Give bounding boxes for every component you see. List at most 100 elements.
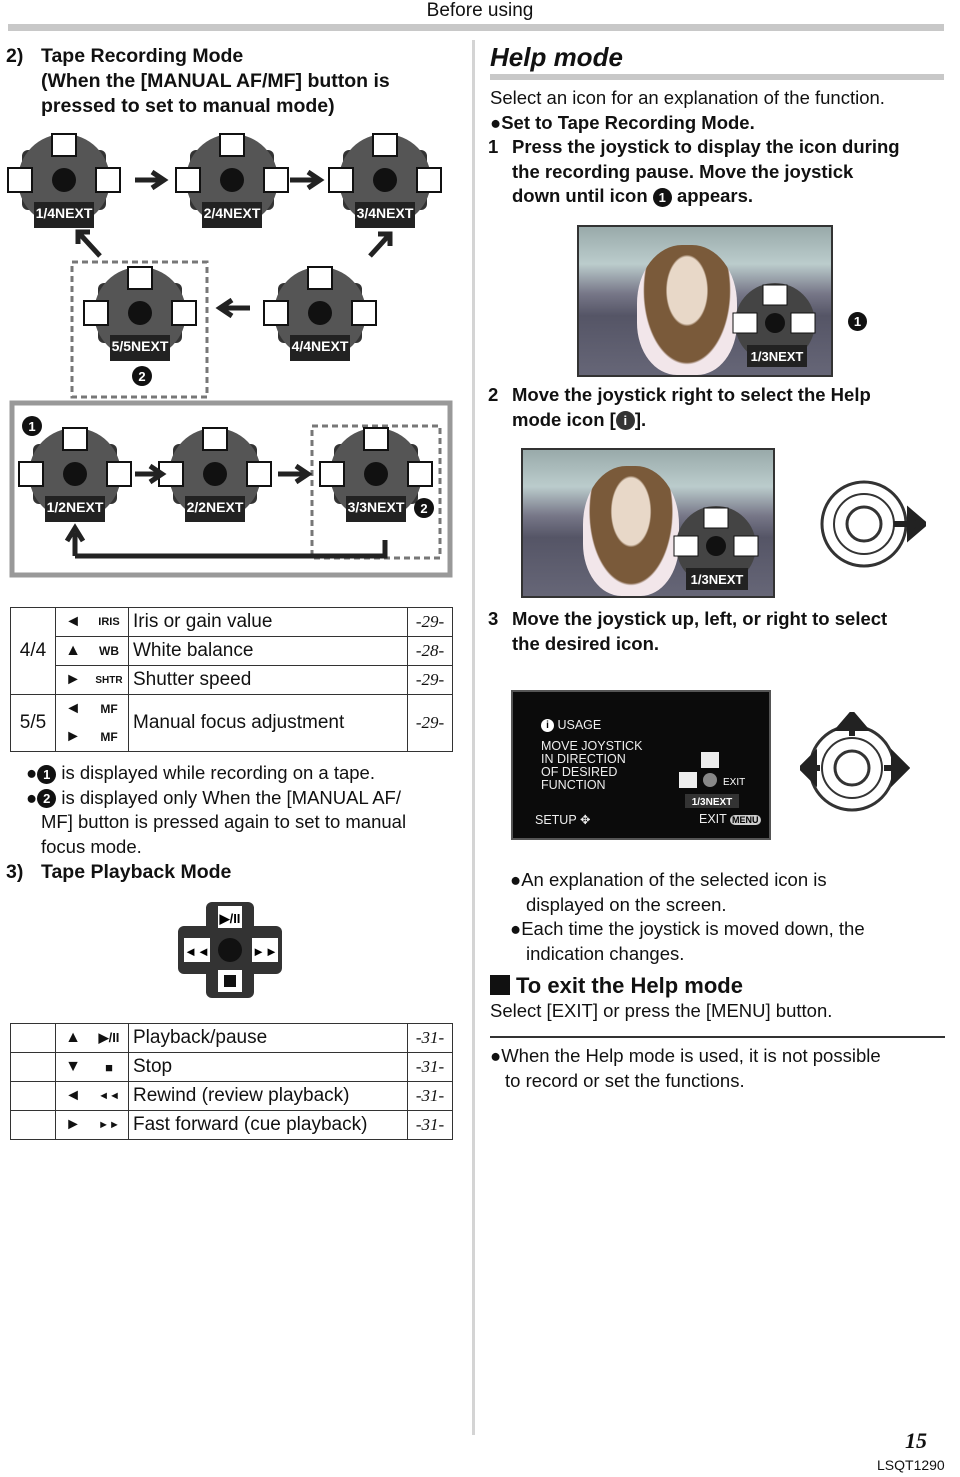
table-row: ▲ WB White balance -28- [11, 636, 453, 666]
page-ref: -31- [407, 1110, 453, 1140]
info-icon: i [541, 719, 554, 733]
screen-pad: 1/3NEXT [732, 283, 816, 367]
joystick-multi-icon [800, 712, 910, 812]
intro-text: Select an icon for an explanation of the… [490, 87, 885, 108]
page-ref: -31- [407, 1052, 453, 1082]
bullet-icon: ● [510, 869, 522, 890]
step-1-line: appears. [676, 185, 754, 206]
row-label: Playback/pause [128, 1023, 408, 1053]
set-mode-text: Set to Tape Recording Mode. [501, 111, 755, 133]
screen-pad: 1/3NEXT [673, 506, 759, 590]
bullet-icon: ● [510, 918, 522, 939]
recording-icon-table: 4/4 ◄ IRIS Iris or gain value -29- ▲ WB … [10, 607, 453, 752]
note-1-text: is displayed while recording on a tape. [61, 762, 375, 783]
arrow-left-icon [215, 297, 250, 319]
note-2: ●2 is displayed only When the [MANUAL AF… [26, 786, 466, 811]
screen-next-label: 1/3NEXT [691, 572, 744, 587]
bullet-1: An explanation of the selected icon is [521, 869, 827, 890]
step-1: 1 Press the joystick to display the icon… [488, 135, 946, 209]
table-row: ▼ ■ Stop -31- [10, 1052, 453, 1082]
lcd-setup: SETUP ✥ [535, 812, 590, 827]
setup-label: SETUP [535, 813, 577, 827]
shtr-icon: SHTR [90, 665, 129, 695]
title-rule [490, 74, 944, 80]
group-label: 4/4 [10, 607, 56, 695]
lcd-next-label: 1/3NEXT [692, 797, 733, 808]
header-rule [8, 24, 944, 31]
row-label: Fast forward (cue playback) [128, 1110, 408, 1140]
square-bullet-icon [490, 975, 510, 995]
joystick-diagram: 1/4NEXT 2/4NEXT 3/4NEXT 5/5NEXT 4/4NEXT … [7, 133, 453, 578]
bottom-frame [9, 400, 453, 578]
note-2-text-cont: MF] button is pressed again to set to ma… [41, 811, 407, 832]
step-3-line: Move the joystick up, left, or right to … [512, 608, 888, 629]
joystick-icon: ✥ [579, 813, 591, 827]
usage-text: MOVE JOYSTICK IN DIRECTION OF DESIRED FU… [541, 740, 642, 792]
loop-arrow-icon [64, 523, 388, 559]
table-row: ◄ ◄◄ Rewind (review playback) -31- [10, 1081, 453, 1111]
row-label: Manual focus adjustment [128, 694, 408, 752]
camera-screen-photo-1: 1/3NEXT [577, 225, 833, 377]
notes: ●1 is displayed while recording on a tap… [26, 761, 466, 859]
lcd-exit-icon: EXIT [723, 777, 745, 788]
step-3-line: the desired icon. [512, 632, 660, 654]
usage-label: USAGE [557, 718, 602, 732]
pad-label-5-5: 5/5NEXT [112, 338, 169, 354]
play-pause-icon: ▶/II [90, 1023, 129, 1053]
exit-help-title: To exit the Help mode [516, 973, 743, 998]
usage-line: OF DESIRED [541, 765, 618, 779]
play-pause-icon: ▶/II [219, 911, 241, 926]
step-2-line: Move the joystick right to select the He… [512, 384, 871, 405]
usage-row: i USAGE [541, 718, 602, 733]
page-ref: -29- [407, 607, 453, 637]
page-ref: -31- [407, 1023, 453, 1053]
note-2-text: is displayed only When the [MANUAL AF/ [61, 786, 401, 808]
marker-2-text: 2 [138, 369, 145, 384]
table-row: 4/4 ◄ IRIS Iris or gain value -29- [10, 607, 453, 695]
page-ref: -31- [407, 1081, 453, 1111]
help-intro: Select an icon for an explanation of the… [488, 86, 946, 209]
info-icon: i [615, 411, 635, 431]
direction-icon: ► [55, 723, 90, 752]
section2-line3: pressed to set to manual mode) [41, 95, 335, 117]
direction-icon: ► [55, 665, 90, 695]
menu-badge: MENU [730, 815, 761, 825]
step-number: 2 [488, 384, 499, 405]
direction-icon: ▲ [55, 1023, 90, 1053]
child-photo [637, 245, 737, 375]
screen-next-label: 1/3NEXT [751, 349, 804, 364]
table-row: ▲ ▶/II Playback/pause -31- [10, 1023, 453, 1053]
row-label: Iris or gain value [128, 607, 408, 637]
iris-icon: IRIS [90, 607, 129, 637]
note-1: ●1 is displayed while recording on a tap… [26, 761, 466, 786]
playback-icon-table: ▲ ▶/II Playback/pause -31- ▼ ■ Stop -31-… [10, 1023, 453, 1140]
arrow-down-left-icon [368, 231, 393, 258]
arrow-right-icon [278, 463, 313, 485]
section3-heading: Tape Playback Mode [41, 861, 232, 883]
row-label: Rewind (review playback) [128, 1081, 408, 1111]
pad-label-3-4: 3/4NEXT [357, 205, 414, 221]
rewind-icon: ◄◄ [184, 944, 210, 959]
dashed-frame-2 [70, 260, 209, 399]
wb-icon: WB [90, 636, 129, 666]
marker-2-icon [414, 498, 434, 518]
marker-2-text: 2 [420, 501, 427, 516]
note-2-text-cont: focus mode. [41, 835, 142, 857]
step-1-line: Press the joystick to display the icon d… [512, 136, 900, 157]
direction-icon: ◄ [55, 1081, 90, 1111]
pad-label-1-2: 1/2NEXT [47, 499, 104, 515]
step-2-line: mode icon [ [512, 408, 616, 430]
bullet-icon: ● [490, 111, 502, 133]
section2-heading: Tape Recording Mode (When the [MANUAL AF… [41, 44, 390, 119]
row-label: Stop [128, 1052, 408, 1082]
bullet-2-cont: indication changes. [526, 942, 685, 964]
step-number: 3 [488, 608, 499, 629]
step-3: 3 Move the joystick up, left, or right t… [488, 607, 960, 656]
child-photo [583, 466, 679, 596]
row-label: Shutter speed [128, 665, 408, 695]
bullet-2: Each time the joystick is moved down, th… [521, 918, 865, 939]
row-label: White balance [128, 636, 408, 666]
marker-1-icon [22, 416, 42, 436]
direction-icon: ◄ [55, 607, 90, 637]
lcd-pad: 1/3NEXT EXIT [679, 752, 745, 808]
